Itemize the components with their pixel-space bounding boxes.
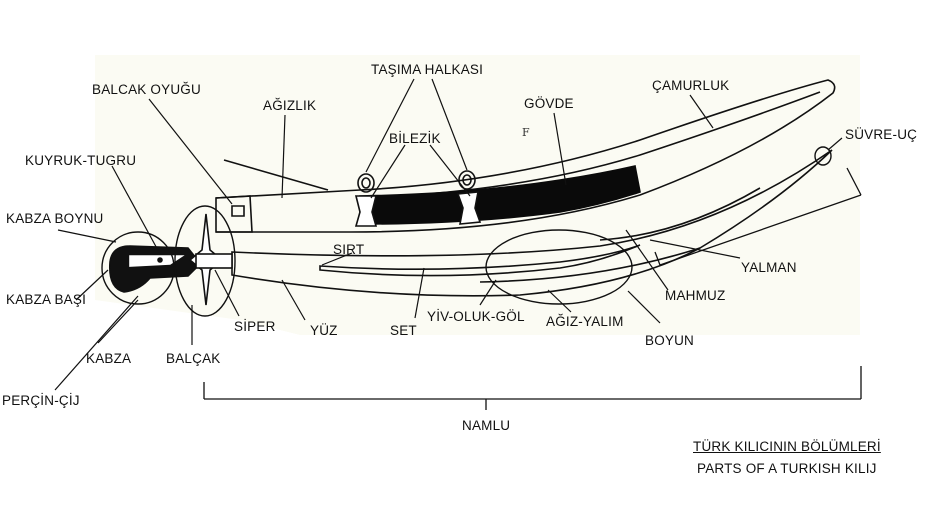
label-siper: SİPER bbox=[234, 319, 276, 334]
label-bilezik: BİLEZİK bbox=[389, 131, 441, 146]
scabbard-stamp: F bbox=[522, 126, 530, 139]
yalman-bracket bbox=[654, 167, 862, 266]
label-suvre-uc: SÜVRE-UÇ bbox=[845, 127, 918, 142]
label-boyun: BOYUN bbox=[645, 333, 695, 348]
label-agiz-yalim: AĞIZ-YALIM bbox=[546, 314, 624, 329]
carry-ring-2 bbox=[456, 170, 482, 225]
blade-outline bbox=[231, 149, 833, 297]
grip-highlight bbox=[129, 255, 185, 267]
carry-ring-1 bbox=[354, 173, 378, 227]
label-yiv-oluk-gol: YİV-OLUK-GÖL bbox=[427, 309, 525, 324]
leader-lines bbox=[54, 78, 843, 391]
scabbard-outline bbox=[215, 79, 836, 233]
scabbard bbox=[215, 79, 836, 233]
label-kuyruk-tugru: KUYRUK-TUGRU bbox=[25, 153, 137, 168]
guard-circle bbox=[174, 205, 236, 317]
pommel-circle bbox=[101, 231, 175, 305]
caption-english: PARTS OF A TURKISH KILIJ bbox=[697, 461, 877, 476]
label-tasima-halkasi: TAŞIMA HALKASI bbox=[371, 62, 484, 77]
label-namlu: NAMLU bbox=[462, 418, 511, 433]
label-camurluk: ÇAMURLUK bbox=[652, 78, 730, 93]
label-percin-cij: PERÇİN-ÇİJ bbox=[2, 393, 80, 408]
label-yuz: YÜZ bbox=[310, 323, 338, 338]
namlu-bracket bbox=[203, 366, 862, 410]
label-mahmuz: MAHMUZ bbox=[665, 288, 726, 303]
label-kabza-basi: KABZA BAŞI bbox=[6, 292, 87, 307]
label-kabza: KABZA bbox=[86, 351, 132, 366]
label-balcak-oyugu: BALCAK OYUĞU bbox=[92, 82, 201, 97]
fuller bbox=[319, 244, 641, 277]
label-balcak: BALÇAK bbox=[166, 351, 221, 366]
tip-ellipse bbox=[814, 146, 832, 166]
mouth-fitting bbox=[215, 195, 253, 233]
mouth-notch bbox=[231, 205, 245, 217]
label-kabza-boynu: KABZA BOYNU bbox=[6, 211, 104, 226]
ferrule bbox=[195, 253, 233, 269]
scabbard-rod bbox=[223, 159, 329, 191]
label-yalman: YALMAN bbox=[741, 260, 797, 275]
label-govde: GÖVDE bbox=[524, 96, 574, 111]
rivet bbox=[157, 257, 163, 263]
label-set: SET bbox=[390, 323, 417, 338]
edge-line bbox=[479, 247, 701, 283]
false-edge bbox=[599, 187, 761, 241]
label-sirt: SIRT bbox=[333, 242, 365, 257]
blade bbox=[231, 149, 833, 297]
caption-turkish: TÜRK KILICININ BÖLÜMLERİ bbox=[693, 439, 881, 454]
edge-zone-ellipse bbox=[485, 229, 633, 305]
label-agizlik: AĞIZLIK bbox=[263, 98, 317, 113]
